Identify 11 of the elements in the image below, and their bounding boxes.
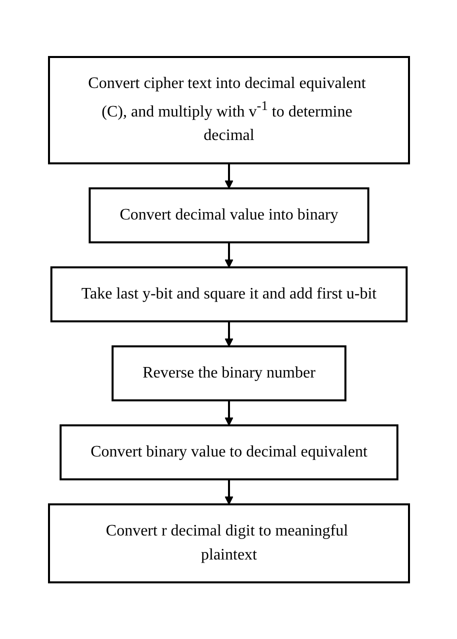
node-box: Take last y-bit and square it and add first u-bit <box>50 266 408 322</box>
node-box: Convert r decimal digit to meaningful plaintext <box>48 503 410 584</box>
node-box: Convert binary value to decimal equivalent <box>59 424 398 480</box>
arrow <box>224 163 233 189</box>
arrow <box>224 321 233 347</box>
node-box: Convert decimal value into binary <box>88 187 369 244</box>
arrow <box>224 479 233 505</box>
arrow <box>224 400 233 426</box>
node-box: Convert cipher text into decimal equivalent (C), and multiply with v$^{-1}$ to determine decimal <box>48 56 410 164</box>
node-box: Reverse the binary number <box>111 345 346 402</box>
arrow <box>224 242 233 268</box>
